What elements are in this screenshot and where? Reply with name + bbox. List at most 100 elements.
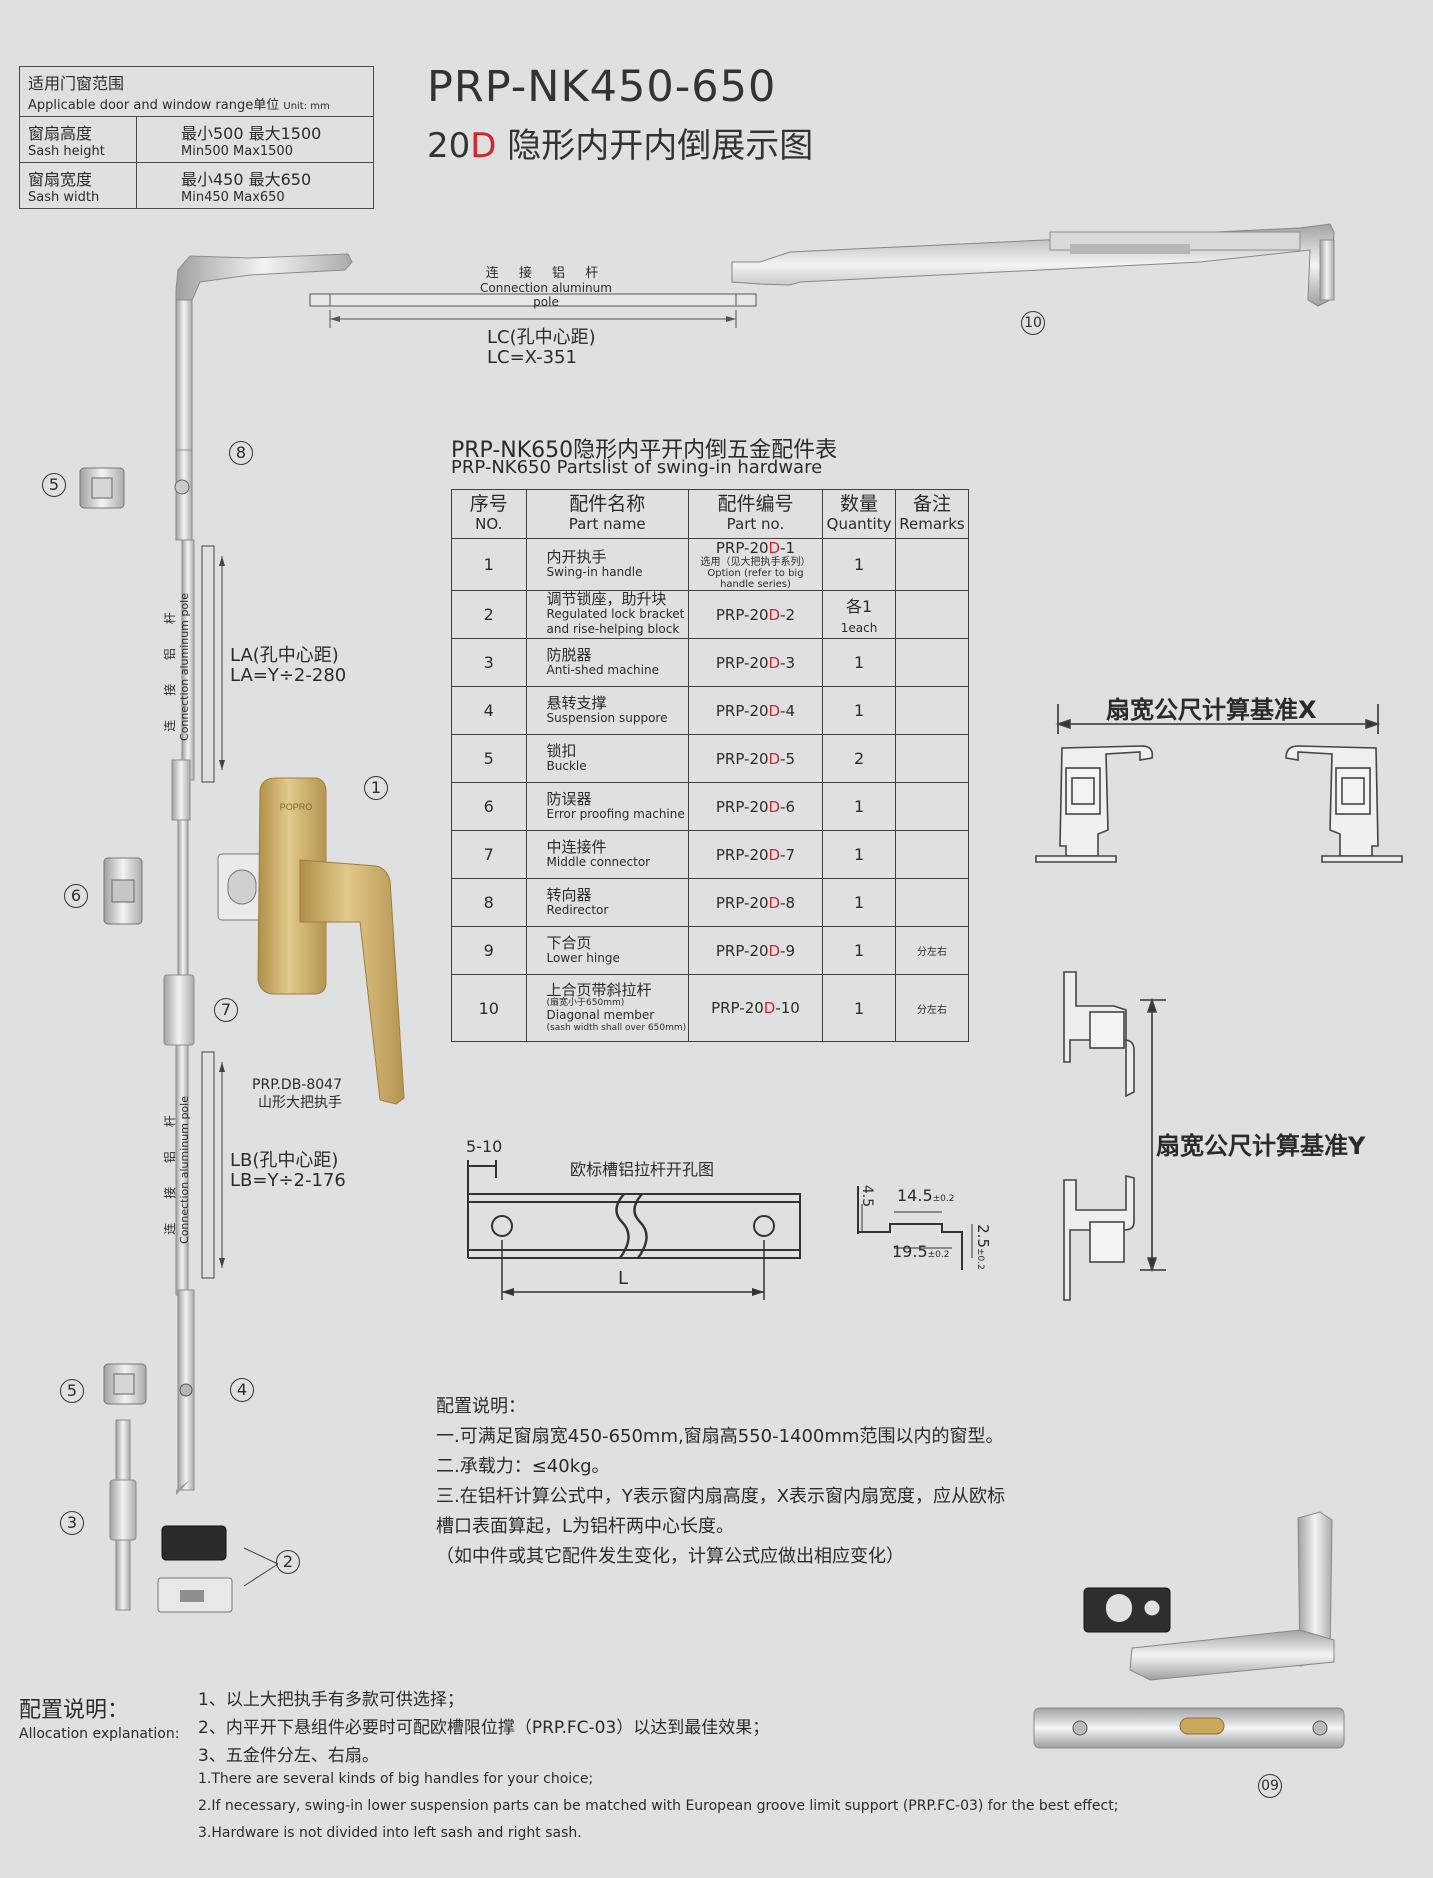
part-number: PRP-20D-9 bbox=[715, 941, 796, 960]
drill-dim-L: L bbox=[618, 1268, 629, 1289]
cell-remark bbox=[895, 590, 969, 639]
handle-model: PRP.DB-8047 bbox=[252, 1077, 342, 1093]
cell-quantity: 2 bbox=[822, 734, 897, 783]
part-number: PRP-20D-1 bbox=[715, 539, 796, 557]
part-no-index: 1 bbox=[483, 555, 494, 574]
config-note-line: 一.可满足窗扇宽450-650mm,窗扇高550-1400mm范围以内的窗型。 bbox=[436, 1426, 1004, 1447]
part-name-cn: 上合页带斜拉杆 bbox=[546, 981, 652, 999]
diagonal-member-image bbox=[731, 223, 1335, 307]
part-name-cn: 调节锁座，助升块 bbox=[546, 590, 667, 608]
cell-no: 7 bbox=[451, 830, 527, 879]
part-quantity: 1 bbox=[853, 941, 865, 960]
range-row-width: 窗扇宽度 Sash width 最小450 最大650 Min450 Max65… bbox=[19, 162, 374, 209]
part-name-cn: 防误器 bbox=[546, 789, 592, 808]
allocation-line-en: 3.Hardware is not divided into left sash… bbox=[198, 1825, 582, 1841]
page-subtitle: 20D 隐形内开内倒展示图 bbox=[427, 118, 813, 167]
sash-x-label: 扇宽公尺计算基准X bbox=[1106, 696, 1317, 724]
range-row-height: 窗扇高度 Sash height 最小500 最大1500 Min500 Max… bbox=[19, 116, 374, 163]
cell-no: 9 bbox=[451, 926, 527, 975]
callout-4: 4 bbox=[230, 1378, 254, 1402]
part-name-en: Suspension suppore bbox=[546, 710, 668, 725]
part-no-index: 10 bbox=[478, 998, 499, 1018]
buckle-image-top bbox=[79, 467, 125, 509]
cell-remark: 分左右 bbox=[895, 974, 969, 1042]
range-header-en: Applicable door and window range bbox=[28, 98, 254, 113]
cell-no: 8 bbox=[451, 878, 527, 927]
allocation-line-en: 2.If necessary, swing-in lower suspensio… bbox=[198, 1798, 1119, 1814]
part-quantity: 各1 bbox=[845, 597, 873, 616]
config-note-line: 二.承载力：≤40kg。 bbox=[436, 1456, 610, 1477]
corner-redirector-image bbox=[174, 253, 353, 541]
cell-remark bbox=[895, 878, 969, 927]
part-name-en2: and rise-helping block bbox=[546, 622, 680, 636]
allocation-line-cn: 2、内平开下悬组件必要时可配欧槽限位撑（PRP.FC-03）以达到最佳效果； bbox=[198, 1718, 770, 1738]
part-name-cn: 转向器 bbox=[546, 885, 592, 904]
cell-quantity: 1 bbox=[822, 538, 897, 591]
part-name-cn: 中连接件 bbox=[546, 837, 607, 856]
part-name-cn: 悬转支撑 bbox=[546, 693, 607, 712]
callout-2: 2 bbox=[276, 1550, 300, 1574]
allocation-lines-en: 1.There are several kinds of big handles… bbox=[198, 1766, 1118, 1847]
part-number-option: 选用（见大把执手系列） bbox=[700, 557, 811, 568]
subtitle-text: 隐形内开内倒展示图 bbox=[496, 126, 814, 166]
part-number: PRP-20D-10 bbox=[711, 999, 800, 1017]
part-name-en: Anti-shed machine bbox=[546, 662, 659, 677]
callout-10: 10 bbox=[1021, 311, 1045, 335]
lock-bracket-image bbox=[157, 1525, 279, 1613]
sash-x-profiles bbox=[1035, 704, 1403, 863]
range-label-en: Sash width bbox=[28, 190, 100, 205]
drill-title: 欧标槽铝拉杆开孔图 bbox=[570, 1160, 715, 1179]
part-name-cn: 锁扣 bbox=[546, 741, 577, 760]
cell-remark bbox=[895, 830, 969, 879]
callout-1: 1 bbox=[364, 776, 388, 800]
cell-no: 4 bbox=[451, 686, 527, 735]
callout-6: 6 bbox=[64, 884, 88, 908]
part-quantity: 1 bbox=[853, 555, 865, 574]
left-pole-a-cn: 连 接 铝 杆 bbox=[163, 602, 177, 732]
callout-3: 3 bbox=[60, 1511, 84, 1535]
cell-quantity: 1 bbox=[822, 638, 897, 687]
config-notes-title: 配置说明： bbox=[436, 1396, 526, 1417]
drill-diagram bbox=[467, 1160, 801, 1300]
sash-y-profiles bbox=[1063, 971, 1166, 1301]
part-number-option-en: Option (refer to big handle series) bbox=[707, 568, 804, 590]
top-pole-label: 连 接 铝 杆 Connection aluminum pole bbox=[466, 262, 626, 309]
left-pole-a-dim-cn: LA(孔中心距) bbox=[230, 645, 339, 666]
left-pole-b-en: Connection aluminum pole bbox=[178, 1096, 191, 1244]
drill-dim-left: 5-10 bbox=[466, 1137, 503, 1156]
part-quantity: 1 bbox=[853, 893, 865, 912]
buckle-image-bottom bbox=[103, 1363, 147, 1405]
cell-no: 10 bbox=[451, 974, 527, 1042]
cell-quantity: 1 bbox=[822, 830, 897, 879]
part-no-index: 5 bbox=[483, 749, 494, 768]
part-number: PRP-20D-5 bbox=[715, 749, 796, 768]
cell-remark: 分左右 bbox=[895, 926, 969, 975]
part-name-en: Regulated lock bracket bbox=[546, 607, 685, 621]
cell-part-number: PRP-20D-3 bbox=[687, 638, 824, 687]
allocation-title-cn: 配置说明： bbox=[19, 1698, 130, 1723]
left-hardware-strip-image bbox=[163, 539, 195, 1495]
cell-remark bbox=[895, 734, 969, 783]
range-value-en: Min500 Max1500 bbox=[181, 144, 293, 159]
cell-part-number: PRP-20D-10 bbox=[687, 974, 824, 1042]
left-pole-a-label: 连 接 铝 杆 Connection aluminum pole bbox=[161, 587, 191, 747]
config-note-line: 槽口表面算起，L为铝杆两中心长度。 bbox=[436, 1516, 735, 1537]
part-number: PRP-20D-3 bbox=[715, 653, 796, 672]
part-quantity: 1 bbox=[853, 701, 865, 720]
range-value-cn: 最小450 最大650 bbox=[181, 170, 312, 189]
config-notes: 配置说明： 一.可满足窗扇宽450-650mm,窗扇高550-1400mm范围以… bbox=[436, 1392, 1005, 1572]
